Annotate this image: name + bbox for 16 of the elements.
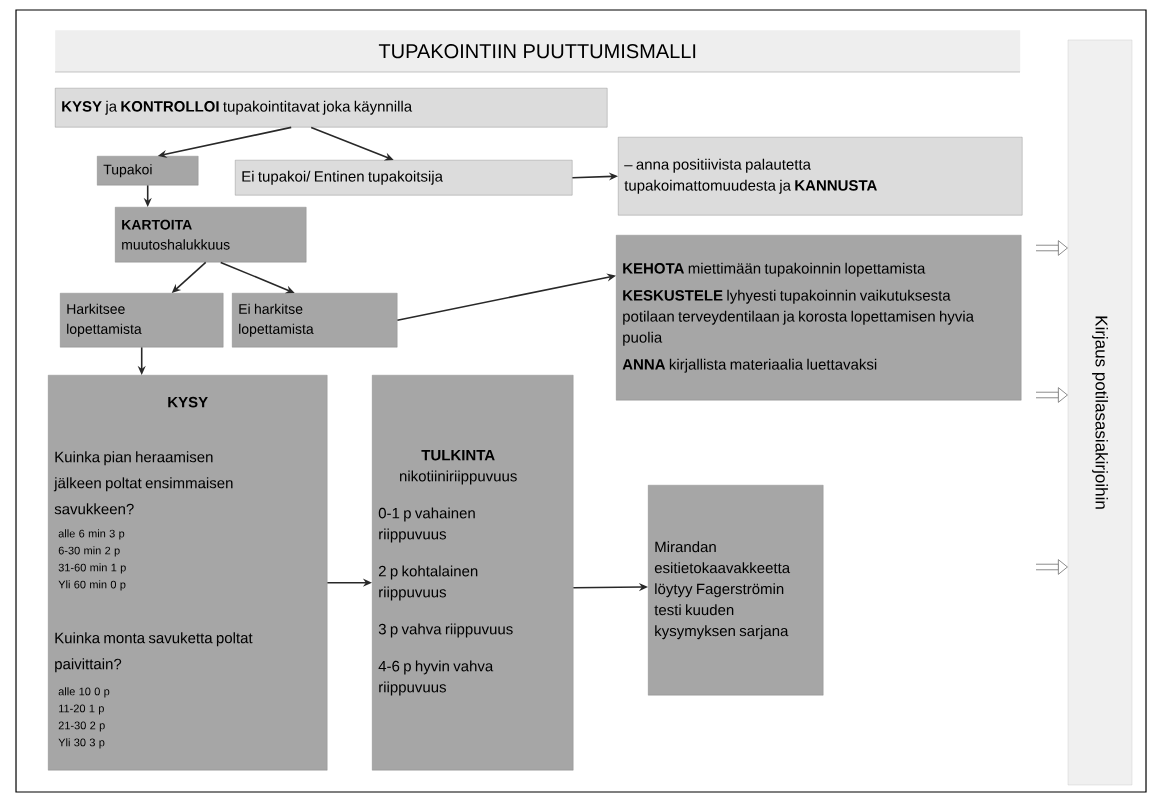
process-box: KYSY Kuinka pian heraamisen jälkeen poltat ensimmaisen savukkeen? alle 6 min 3 p 6-30 min 2 p 31-60 min 1 p Yli 60 min 0 p Kuinka monta savuketta poltat paivittain? alle 10 0 p 11-20 1 p 21-30 2 p Yli 30 3 p [48,375,328,771]
hollow-arrow [1036,387,1068,403]
process-box: Tupakoi [97,156,199,186]
title-band: TUPAKOINTIIN PUUTTUMISMALLI [55,30,1021,73]
process-box: – anna positiivista palautetta tupakoimattomuudesta ja KANNUSTA [618,137,1023,216]
process-box: Ei harkitse lopettamista [232,293,398,348]
process-box: Harkitsee lopettamista [60,293,224,348]
hollow-arrow [1036,559,1068,575]
process-box: KYSY ja KONTROLLOI tupakointitavat joka käynnilla [55,88,608,128]
process-box: KEHOTA miettimään tupakoinnin lopettamista KESKUSTELE lyhyesti tupakoinnin vaikutuksesta potilaan terveydentilaan ja korosta lopettamisen hyvia puolia ANNA kirjallista materiaalia luettavaksi [616,235,1022,401]
vertical-band: Kirjaus potilasasiakirjoihin [1067,39,1133,786]
hollow-arrow [1036,240,1068,256]
process-box: TULKINTA nikotiiniriippuvuus 0-1 p vahainen riippuvuus 2 p kohtalainen riippuvuus 3 p vahva riippuvuus 4-6 p hyvin vahva riippuvuus [372,375,574,771]
process-box: Ei tupakoi/ Entinen tupakoitsija [235,160,573,196]
process-box: KARTOITA muutoshalukkuus [115,207,307,263]
process-box: Mirandan esitietokaavakkeetta löytyy Fagerströmin testi kuuden kysymyksen sarjana [648,485,824,696]
